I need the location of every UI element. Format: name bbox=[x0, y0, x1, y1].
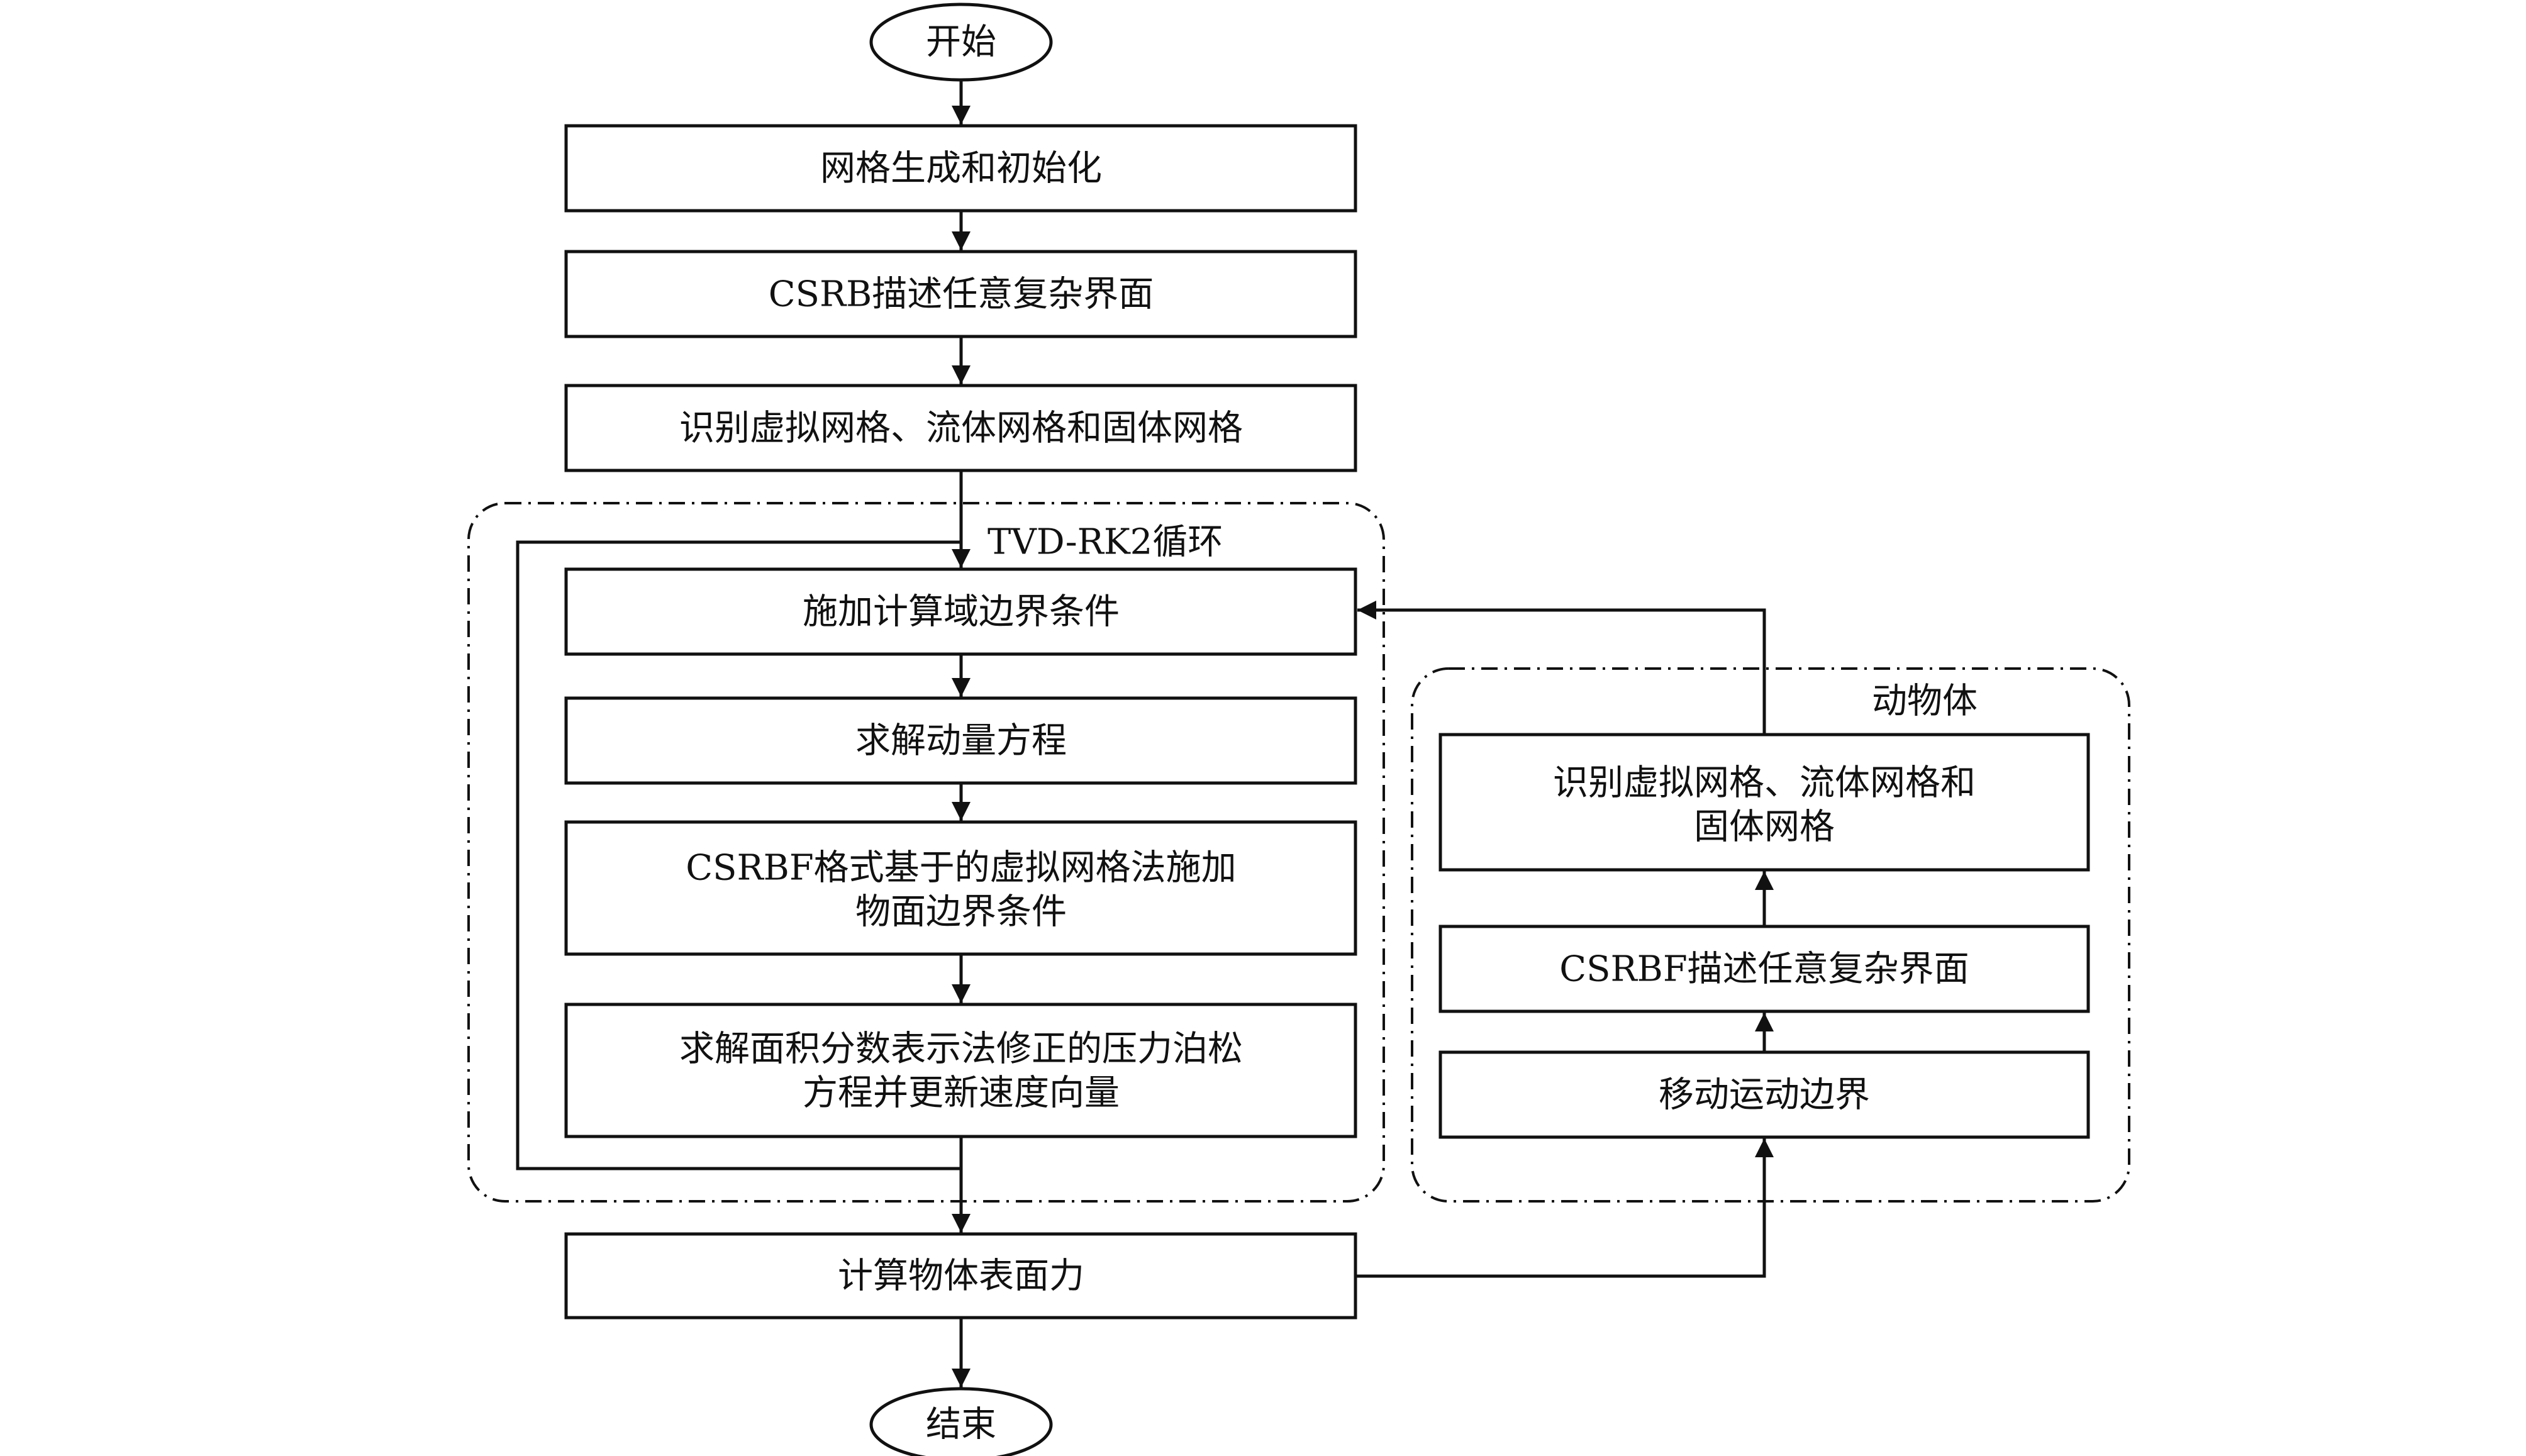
surface-force-label: 计算物体表面力 bbox=[838, 1256, 1084, 1297]
identify-grids-label: 识别虚拟网格、流体网格和固体网格 bbox=[679, 408, 1243, 449]
ghost-cell-label-line2: 物面边界条件 bbox=[855, 892, 1067, 933]
csrb-interface-box bbox=[564, 250, 1357, 338]
mesh-init-label: 网格生成和初始化 bbox=[820, 148, 1102, 189]
move-boundary-label: 移动运动边界 bbox=[1659, 1075, 1870, 1116]
momentum-label: 求解动量方程 bbox=[855, 721, 1067, 762]
moving-csrbf-label: CSRBF描述任意复杂界面 bbox=[1559, 949, 1969, 990]
moving-identify-box bbox=[1438, 733, 2090, 872]
identify-grids-box bbox=[564, 384, 1357, 472]
moving-identify-label-line2: 固体网格 bbox=[1694, 807, 1835, 848]
moving-csrbf-box bbox=[1438, 925, 2090, 1013]
poisson-label-line1: 求解面积分数表示法修正的压力泊松 bbox=[679, 1029, 1243, 1070]
poisson-label-line2: 方程并更新速度向量 bbox=[803, 1073, 1120, 1114]
tvd-loop-title: TVD-RK2循环 bbox=[988, 522, 1223, 563]
ghost-cell-label-line1: CSRBF格式基于的虚拟网格法施加 bbox=[686, 848, 1236, 889]
mesh-init-box bbox=[564, 124, 1357, 213]
moving-body-title: 动物体 bbox=[1872, 681, 1978, 722]
moving-identify-label-line1: 识别虚拟网格、流体网格和 bbox=[1553, 763, 1976, 804]
arrow-surface-force-to-move-boundary bbox=[1355, 1138, 1774, 1278]
tvd-loop-return-line bbox=[516, 540, 961, 1170]
domain-boundary-label: 施加计算域边界条件 bbox=[803, 592, 1120, 633]
end-label: 结束 bbox=[926, 1404, 996, 1445]
tvd-loop-frame bbox=[467, 502, 1385, 1203]
momentum-box bbox=[564, 696, 1357, 785]
moving-body-frame bbox=[1411, 667, 2130, 1203]
poisson-box bbox=[564, 1003, 1357, 1138]
start-label: 开始 bbox=[926, 22, 996, 63]
end-terminal bbox=[869, 1387, 1053, 1456]
csrb-interface-label: CSRB描述任意复杂界面 bbox=[769, 274, 1154, 315]
arrow-moving-body-to-domain-boundary bbox=[1357, 601, 1766, 735]
